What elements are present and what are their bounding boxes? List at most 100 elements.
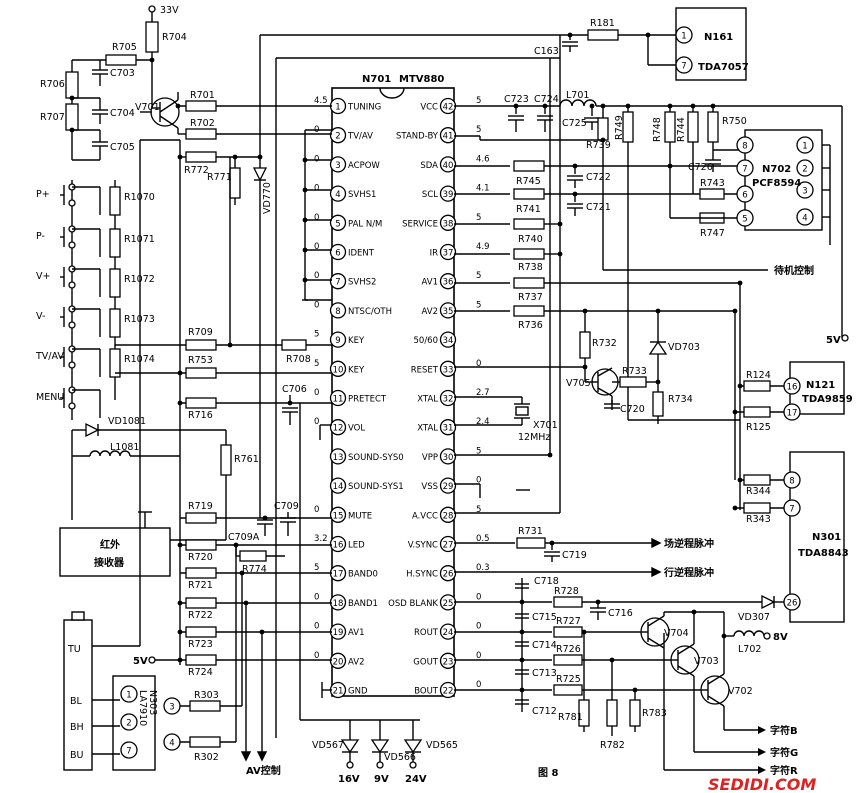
resistor-r740 — [513, 218, 545, 230]
label-c713: C713 — [532, 668, 557, 679]
label-c716: C716 — [608, 608, 633, 619]
label-vd703: VD703 — [668, 342, 700, 353]
junction-dot — [667, 163, 673, 169]
n701-pin-name: SOUND-SYS1 — [348, 482, 404, 492]
labels-tuner: TU BL BH BU LA7910 N303 — [67, 644, 158, 761]
n701-pin-9 — [329, 331, 347, 348]
label-r747: R747 — [700, 228, 725, 239]
n702-pin-number: 8 — [742, 142, 747, 152]
lower-left-lines — [148, 403, 420, 742]
n701-pin-voltage: 3.2 — [314, 534, 328, 544]
label-vd565: VD565 — [426, 740, 458, 751]
n701-pin-voltage: 0 — [476, 476, 481, 486]
n701-pin-32 — [439, 389, 457, 407]
n301-pin7 — [783, 499, 801, 517]
label-v702: V702 — [728, 686, 753, 697]
n702-ref: N702 — [762, 164, 791, 175]
label-v705: V705 — [566, 378, 591, 389]
resistor-r727 — [553, 626, 583, 638]
junction-dot — [581, 629, 587, 635]
key-switch-contact[interactable] — [68, 321, 76, 329]
n702-pin-6 — [736, 185, 754, 203]
n701-pin-number: 18 — [333, 599, 344, 609]
label-r738: R738 — [518, 262, 543, 273]
junction-dot — [177, 370, 183, 376]
key-switch-contact[interactable] — [68, 361, 76, 369]
label-r733: R733 — [622, 366, 647, 377]
key-switch-contact[interactable] — [68, 402, 76, 410]
resistor-r724 — [185, 654, 217, 666]
label-r344: R344 — [746, 486, 771, 497]
label-r706: R706 — [40, 79, 65, 90]
n701-pin-name: XTAL — [417, 424, 438, 434]
n701-pin-number: 5 — [335, 219, 340, 229]
resistor-r782 — [606, 699, 618, 727]
junction-dot — [737, 280, 743, 286]
n701-pin-34 — [439, 331, 457, 348]
label-r743: R743 — [700, 178, 725, 189]
label-r705: R705 — [112, 42, 137, 53]
n701-pin-voltage: 5 — [314, 359, 319, 369]
label-r771: R771 — [207, 172, 232, 183]
resistor-r707 — [65, 103, 79, 131]
junction-dot — [239, 570, 245, 576]
junction-dot — [632, 687, 638, 693]
label-standby-control: 待机控制 — [774, 264, 814, 277]
n701-pin-voltage: 0 — [314, 388, 319, 398]
n702-pin-3 — [796, 181, 814, 199]
resistor-r343 — [743, 502, 771, 514]
label-c704: C704 — [110, 108, 135, 119]
n121-pin16 — [783, 377, 801, 395]
label-r741: R741 — [516, 204, 541, 215]
n161-part: TDA7057 — [698, 62, 749, 73]
junction-dot — [645, 32, 651, 38]
junction-dot — [732, 409, 738, 415]
junction-dot — [737, 477, 743, 483]
n701-pin-10 — [329, 360, 347, 377]
n303-pin1 — [120, 685, 138, 703]
n702-pin-8 — [736, 136, 754, 154]
n701-pin-name: V.SYNC — [408, 541, 438, 551]
label-c720: C720 — [620, 404, 645, 415]
label-c719: C719 — [562, 550, 587, 561]
label-8v: 8V — [773, 632, 788, 643]
resistor-r745 — [513, 160, 545, 172]
n701-pin-number: 9 — [335, 336, 340, 346]
label-c709a: C709A — [228, 532, 260, 543]
label-r343: R343 — [746, 514, 771, 525]
label-c722: C722 — [586, 172, 611, 183]
diode-vd770 — [252, 167, 268, 182]
key-switch-contact[interactable] — [68, 199, 76, 207]
label-c705: C705 — [110, 142, 135, 153]
n121-pin17 — [783, 403, 801, 421]
video-processor-section — [628, 419, 845, 623]
n701-pin-number: 31 — [443, 424, 454, 434]
n701-pin-number: 13 — [333, 453, 344, 463]
resistor-r722 — [185, 597, 217, 609]
label-r740: R740 — [518, 234, 543, 245]
label-v704: V704 — [664, 628, 689, 639]
ic-pin-number: 1 — [681, 32, 686, 42]
n701-pin-41 — [439, 127, 457, 144]
junction-dot — [710, 103, 716, 109]
resistor-r181 — [587, 29, 619, 41]
junction-dot — [177, 542, 183, 548]
key-switch-contact[interactable] — [68, 281, 76, 289]
label-r774: R774 — [242, 564, 267, 575]
junction-dot — [667, 103, 673, 109]
labels-left: 33V R704 R705 C703 R706 R707 C704 C705 V… — [40, 5, 311, 763]
junction-dot — [567, 32, 573, 38]
resistor-r344 — [743, 474, 771, 486]
tuning-circuit — [65, 5, 560, 518]
n701-pin-23 — [439, 652, 457, 669]
resistor-r721 — [185, 567, 217, 579]
n701-pin-voltage: 0 — [314, 417, 319, 427]
junction-dot — [177, 629, 183, 635]
label-c706: C706 — [282, 384, 307, 395]
label-c715: C715 — [532, 612, 557, 623]
junction-dot — [233, 542, 239, 548]
key-switch-contact[interactable] — [68, 241, 76, 249]
n701-pin-number: 10 — [333, 365, 344, 375]
resistor-r708 — [281, 339, 307, 351]
resistor-r774 — [239, 550, 267, 562]
